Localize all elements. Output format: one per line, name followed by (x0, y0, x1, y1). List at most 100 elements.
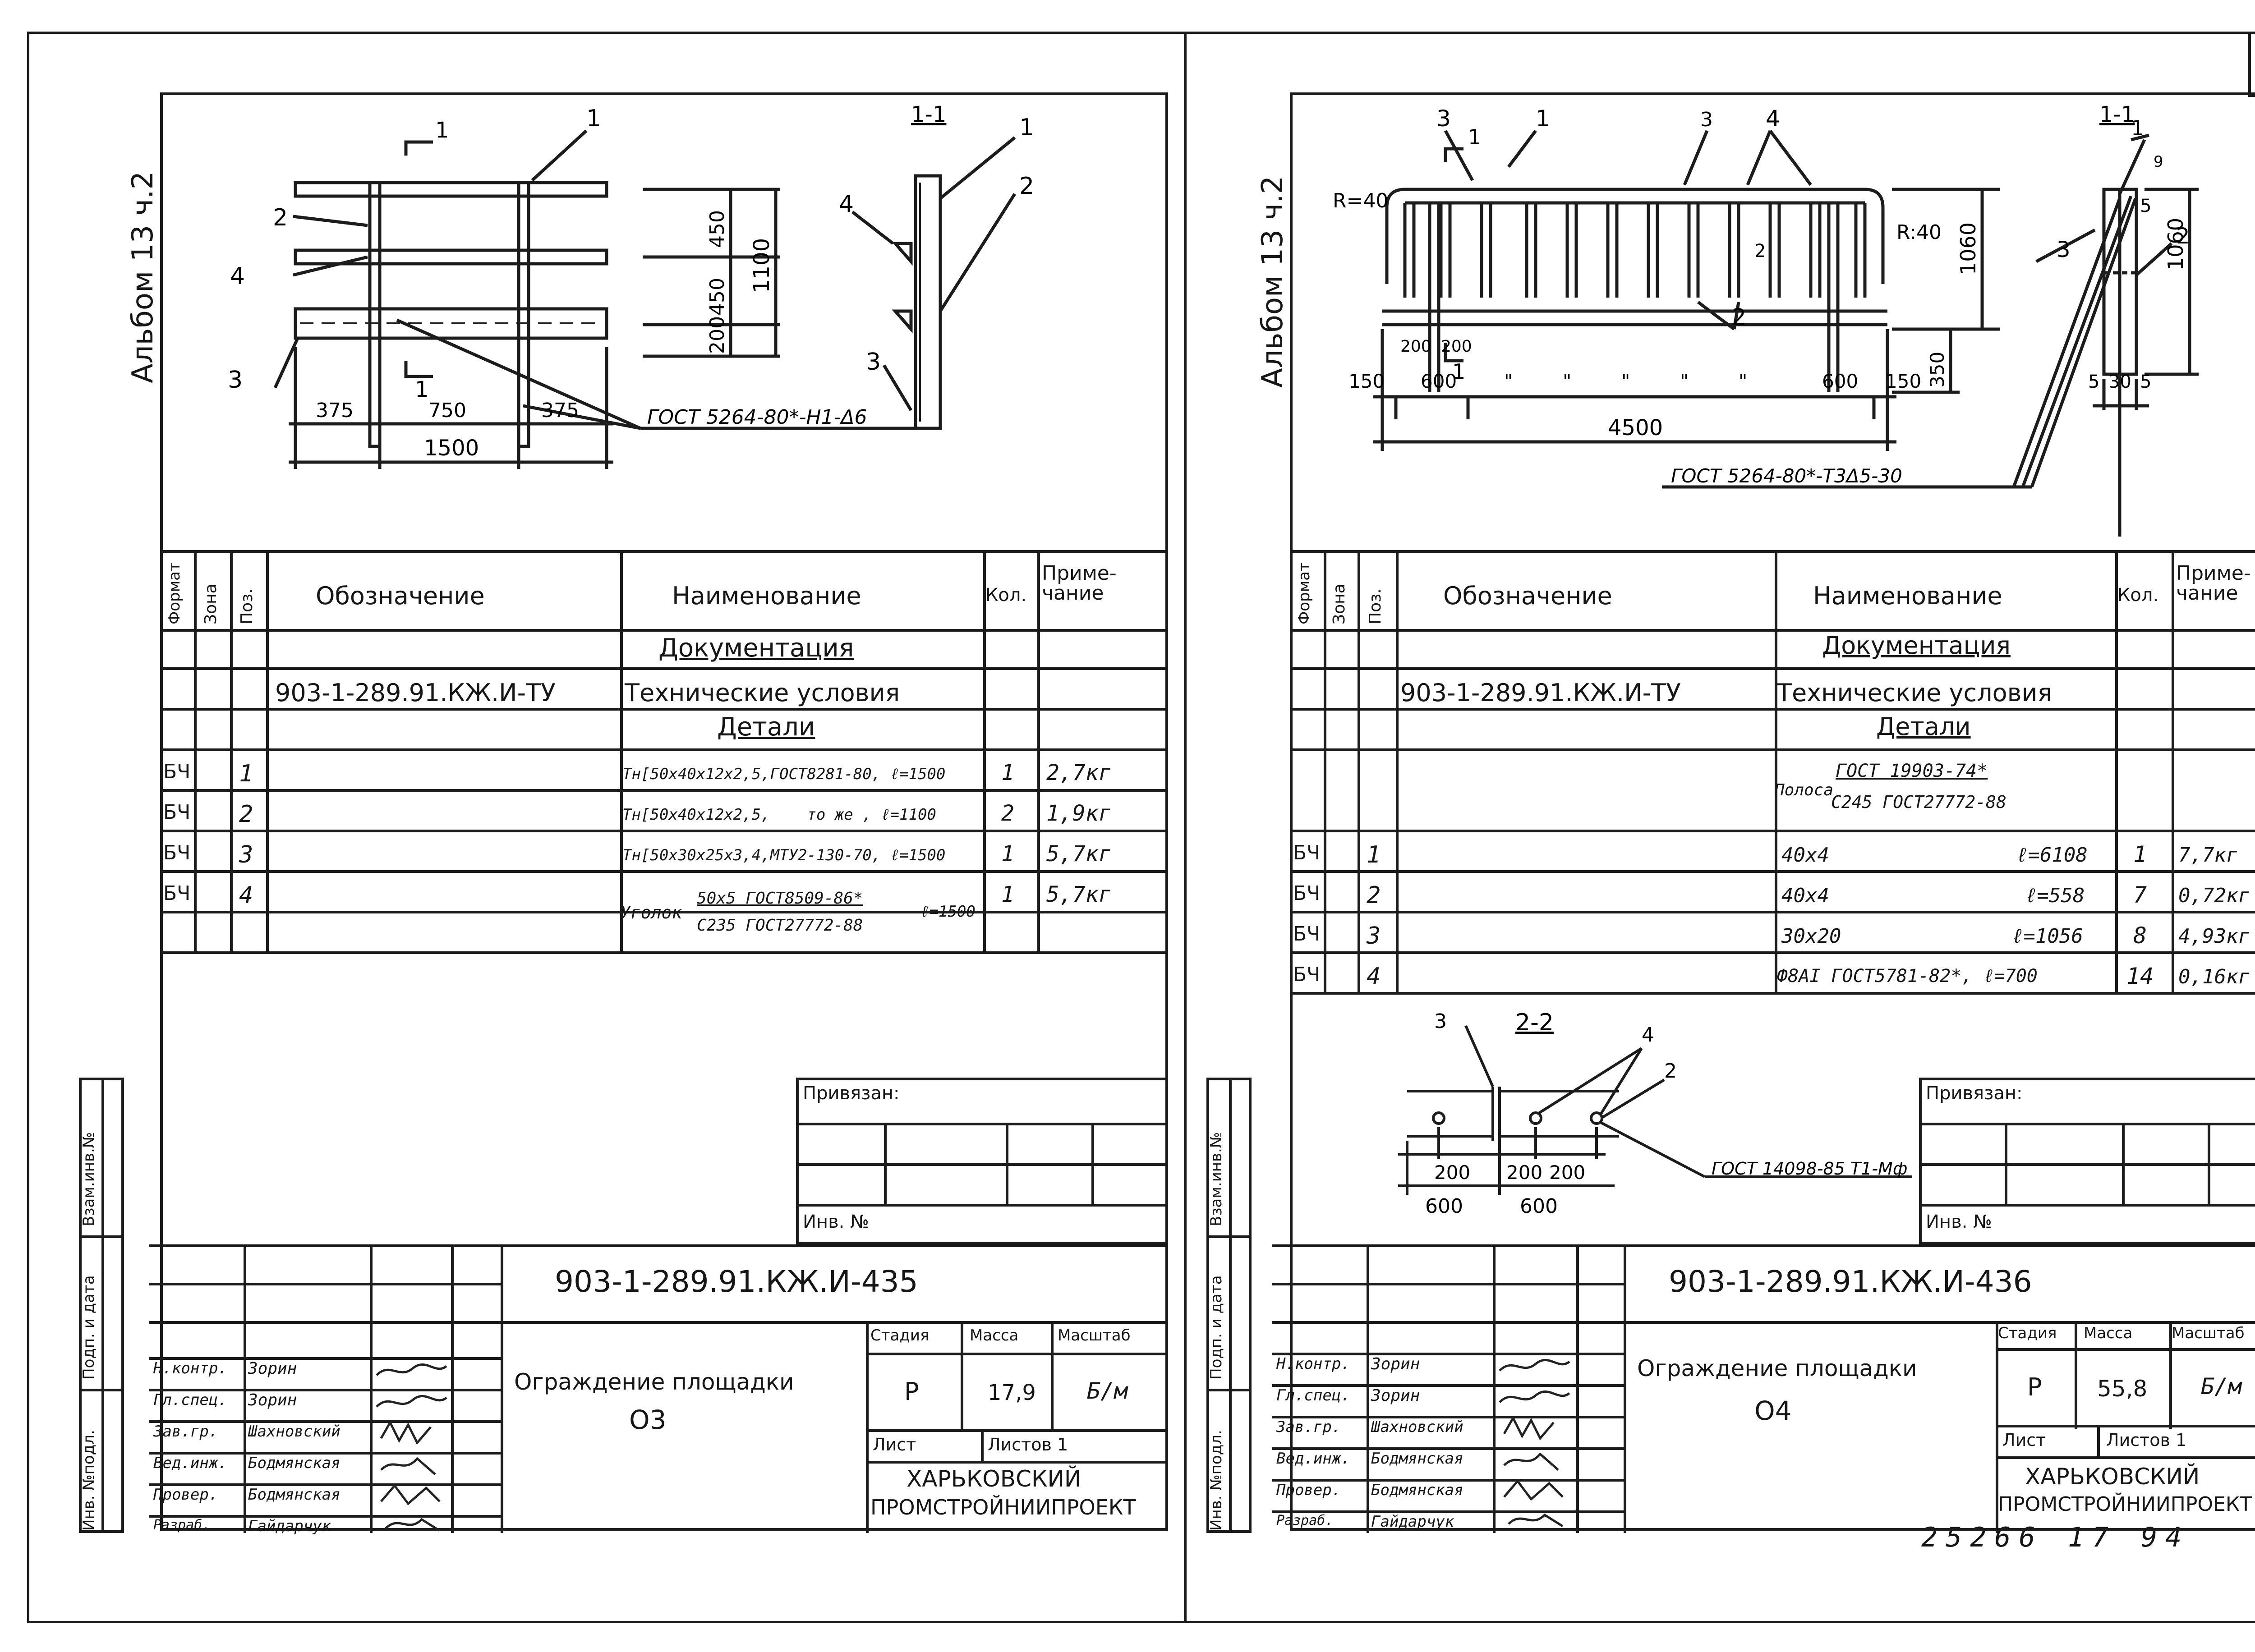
left-hdr-pos: Поз. (238, 588, 256, 624)
bar-section-3 (1590, 1111, 1603, 1125)
left-row1-pos: 1 (239, 760, 253, 787)
right-role-5: Провер. (1276, 1481, 1341, 1499)
left-row3-name: Тн[50х30х25х3,4,МТУ2-130-70, ℓ=1500 (622, 846, 946, 864)
right-row2-pos: 2 (1367, 882, 1381, 909)
left-side-vzam: Взам.инв.№ (80, 1132, 98, 1226)
left-sheet-frame (160, 92, 1168, 1531)
right-inv-no: Инв. № (1926, 1211, 1992, 1232)
left-dim-1500: 1500 (424, 436, 479, 461)
right-sec-dim-5b: 5 (2140, 372, 2151, 392)
section22-dim-200a: 200 (1434, 1161, 1470, 1184)
left-row3-pos: 3 (239, 841, 253, 868)
right-dim-200b: 200 (1441, 337, 1472, 356)
left-privyazan-box (796, 1078, 1168, 1244)
right-hdr-zone: Зона (1330, 583, 1348, 624)
right-polosa-name: Полоса (1775, 781, 1834, 799)
left-dim-375b: 375 (541, 399, 579, 422)
right-row1-len: ℓ=6108 (2016, 844, 2088, 867)
sheet-divider (1184, 32, 1187, 1623)
right-dim-600b: 600 (1822, 370, 1858, 392)
left-hdr-qty: Кол. (985, 585, 1027, 606)
right-hdr-qty: Кол. (2117, 585, 2159, 606)
left-row4-name-main: Уголок (620, 903, 682, 922)
right-sec-dim-9: 9 (2154, 153, 2163, 171)
left-row4-name-bottom: С235 ГОСТ27772-88 (697, 916, 863, 935)
right-side-sign: Подп. и дата (1207, 1275, 1225, 1380)
right-sec-pos-1: 1 (2131, 116, 2144, 140)
right-row2-len: ℓ=558 (2025, 884, 2085, 907)
left-dim-375a: 375 (316, 399, 354, 422)
left-role-5: Провер. (153, 1486, 218, 1504)
right-ditto-4: " (1680, 370, 1689, 392)
section22-pos-3: 3 (1434, 1010, 1447, 1033)
left-dim-450a: 450 (706, 210, 729, 248)
right-dim-4500: 4500 (1608, 415, 1663, 441)
right-doc-code: 903-1-289.91.КЖ.И-436 (1669, 1264, 2032, 1299)
section-profile (914, 174, 942, 430)
left-row4-pos: 4 (239, 882, 253, 909)
right-name-6: Гайдарчук (1371, 1513, 1454, 1531)
section22-dim-200b: 200 (1506, 1161, 1542, 1184)
right-section-label: 1-1 (2099, 102, 2135, 127)
right-side-inv: Инв. №подл. (1207, 1430, 1225, 1531)
left-inv-no: Инв. № (803, 1211, 869, 1232)
right-sec-dim-30: 30 (2108, 372, 2131, 392)
right-pos-2b: 2 (1754, 241, 1766, 262)
left-row4-format: БЧ (163, 882, 191, 905)
right-ditto-3: " (1621, 370, 1630, 392)
section22-dim-600a: 600 (1425, 1195, 1463, 1218)
right-dim-150b: 150 (1885, 370, 1921, 392)
left-row3-qty: 1 (1001, 841, 1014, 867)
right-scale: Б/м (2201, 1373, 2242, 1400)
left-role-3: Зав.гр. (153, 1423, 218, 1441)
left-row4-note: 5,7кг (1046, 882, 1112, 907)
right-section-docs: Документация (1822, 631, 2011, 660)
left-dim-750: 750 (428, 399, 466, 422)
left-hdr-format: Формат (166, 562, 184, 624)
right-row4-name: Ф8АI ГОСТ5781-82*, ℓ=700 (1777, 966, 2038, 987)
right-pos-4: 4 (1766, 106, 1780, 132)
right-role-2: Гл.спец. (1276, 1386, 1350, 1404)
left-stage-label: Стадия (870, 1326, 930, 1345)
right-role-1: Н.контр. (1276, 1355, 1350, 1373)
right-row2-qty: 7 (2133, 882, 2147, 908)
right-cut-mark-top: 1 (1468, 125, 1481, 149)
right-section-22: 2-2 3 4 2 200 200 200 600 600 ГОСТ 14098… (1398, 1009, 1912, 1218)
left-pos-4: 4 (230, 263, 245, 290)
left-mass-label: Масса (970, 1326, 1019, 1345)
left-name-5: Бодмянская (248, 1486, 341, 1504)
right-org-1: ХАРЬКОВСКИЙ (2025, 1464, 2200, 1490)
left-name-6: Гайдарчук (248, 1517, 331, 1535)
right-row3-qty: 8 (2133, 922, 2147, 949)
left-name-2: Зорин (248, 1391, 297, 1409)
right-signatures (1499, 1359, 1570, 1528)
left-row4-name-top: 50х5 ГОСТ8509-86* (697, 889, 863, 908)
left-org-2: ПРОМСТРОЙНИИПРОЕКТ (870, 1495, 1136, 1519)
right-row3-name: 30х20 (1781, 925, 1841, 948)
left-cut-mark-top: 1 (435, 118, 449, 143)
left-doc-name: Технические условия (625, 679, 900, 707)
left-side-sign: Подп. и дата (80, 1275, 98, 1380)
left-row1-qty: 1 (1001, 760, 1014, 785)
right-ditto-5: " (1739, 370, 1747, 392)
left-row4-qty: 1 (1001, 882, 1014, 907)
left-name-4: Бодмянская (248, 1454, 341, 1472)
right-sec-pos-5: 5 (2140, 196, 2151, 216)
right-album-label: Альбом 13 ч.2 (1256, 175, 1289, 388)
right-weld-gost: ГОСТ 5264-80*-Т3Δ5-30 (1671, 465, 1902, 487)
left-hdr-note: Приме-чание (1042, 562, 1117, 605)
railing-bars (1403, 203, 1867, 298)
left-mass: 17,9 (988, 1380, 1036, 1405)
left-sheets-label: Листов 1 (988, 1435, 1068, 1455)
left-side-inv: Инв. №подл. (80, 1430, 98, 1531)
left-dim-1100: 1100 (749, 238, 774, 293)
right-scale-label: Масштаб (2172, 1324, 2245, 1342)
right-pos-2: 2 (1732, 304, 1746, 330)
left-scale: Б/м (1087, 1378, 1128, 1404)
section22-dim-600b: 600 (1520, 1195, 1558, 1218)
right-sec-dim-5a: 5 (2088, 372, 2099, 392)
right-drawing: 1-1 1 1 R=40 R:40 3 1 3 4 2 2 1060 350 1… (1333, 102, 2199, 537)
rail-bottom (294, 307, 608, 340)
right-hdr-format: Формат (1295, 562, 1313, 624)
right-cut-mark-bottom: 1 (1452, 359, 1465, 384)
